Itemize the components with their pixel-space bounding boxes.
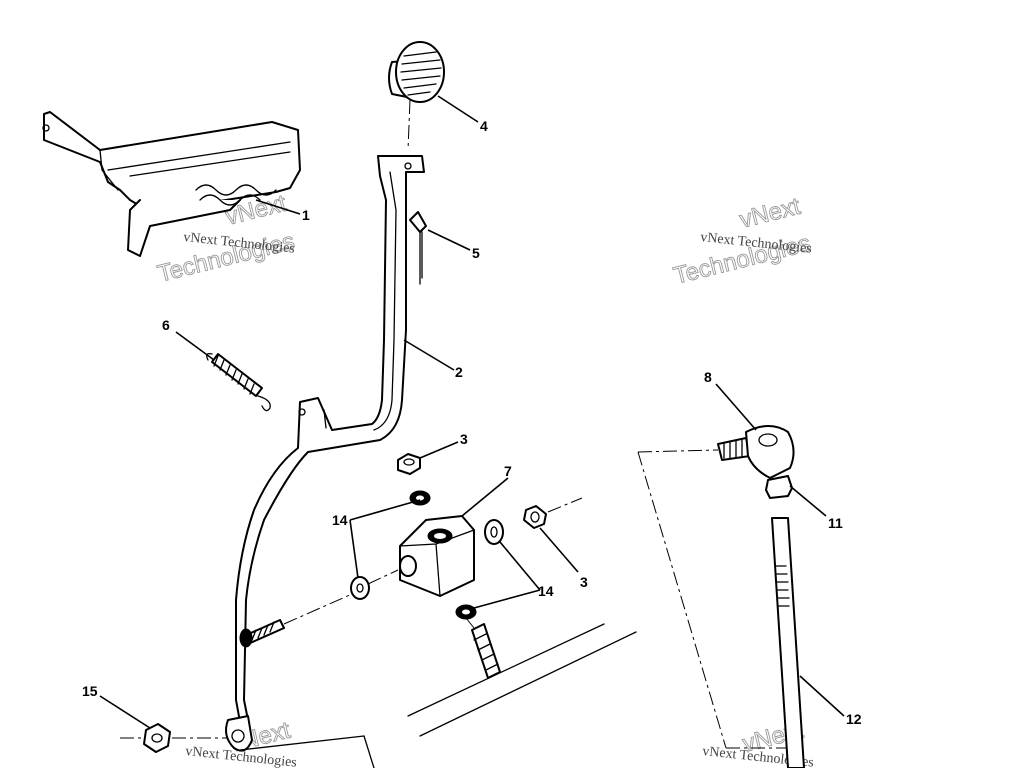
washer-icon [455,604,477,620]
callout-2: 2 [455,364,463,380]
cotter-pin-icon [409,211,427,285]
bolt-icon [471,623,501,679]
nut-icon [397,453,421,475]
callout-6: 6 [162,317,170,333]
callout-12: 12 [846,711,862,727]
pivot-block-icon [399,515,475,597]
brake-pedal-arm-icon [225,155,425,752]
callout-11: 11 [828,515,843,531]
washer-icon [409,490,431,506]
watermark-right: vNext Technologies vNext Technologies [670,192,813,290]
callout-3a: 3 [460,431,468,447]
extension-spring-icon [206,352,271,412]
lock-nut-icon [143,723,171,753]
callout-3b: 3 [580,574,588,590]
jam-nut-icon [765,475,793,499]
callout-15: 15 [82,683,98,699]
callout-7: 7 [504,463,512,479]
nut-icon [523,505,547,529]
callout-14a: 14 [332,512,348,528]
pedal-pad-bracket-icon [42,111,301,257]
callout-8: 8 [704,369,712,385]
washer-icon [350,576,370,600]
washer-icon [484,519,504,545]
callout-4: 4 [480,118,488,134]
bolt-icon [239,619,285,648]
ball-joint-icon [717,425,795,479]
threaded-rod-icon [771,517,805,768]
callout-1: 1 [302,207,310,223]
callout-5: 5 [472,245,480,261]
pedal-pad-cap-icon [388,41,445,103]
callout-14b: 14 [538,583,554,599]
watermark-logo-line1: vNext [737,193,803,234]
